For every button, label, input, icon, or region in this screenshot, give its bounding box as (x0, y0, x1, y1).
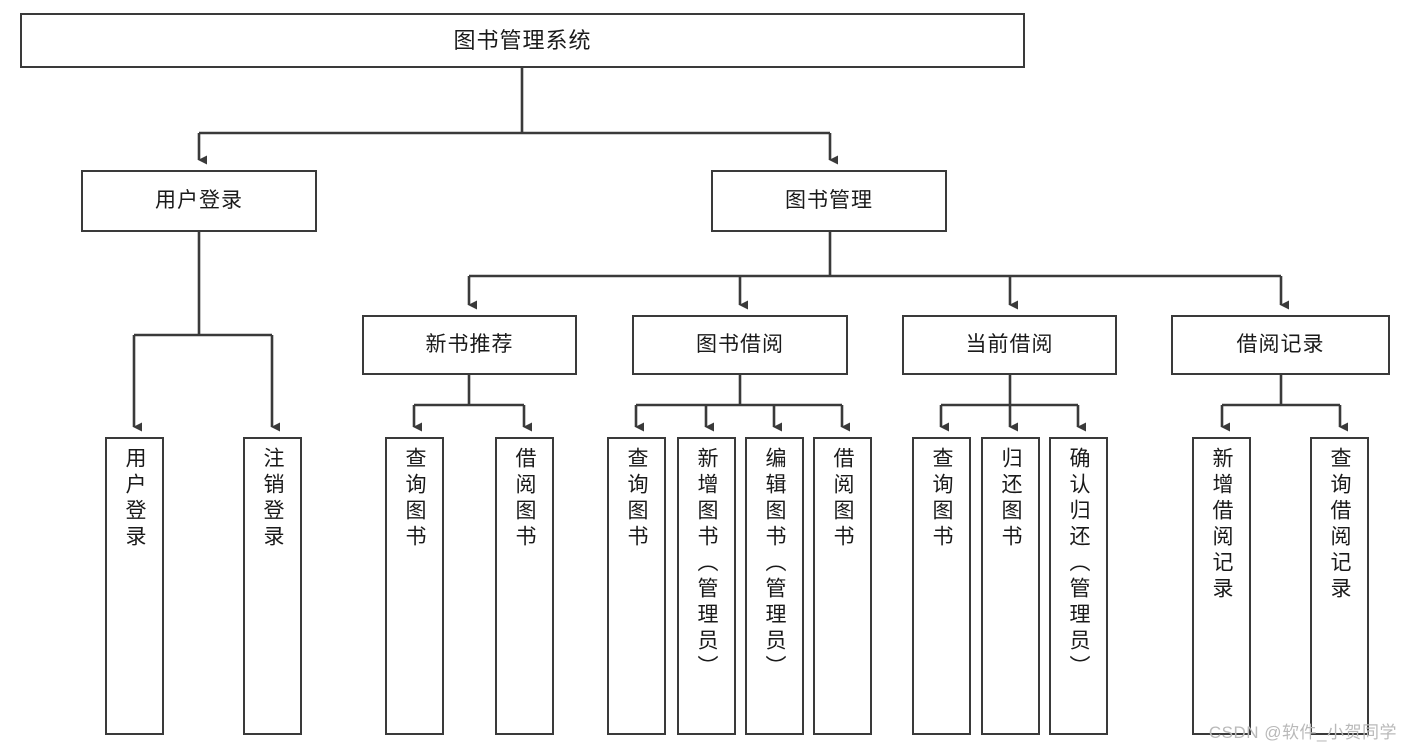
node-leaf-add-record-label: 新增借阅记录 (1210, 447, 1233, 603)
node-book-borrow-label: 图书借阅 (696, 332, 784, 356)
node-leaf-return-book-label: 归还图书 (999, 447, 1022, 551)
node-leaf-borrow-book-2[interactable]: 借阅图书 (813, 437, 872, 735)
node-leaf-logout-login[interactable]: 注销登录 (243, 437, 302, 735)
node-root[interactable]: 图书管理系统 (20, 13, 1025, 68)
node-new-book-recommend[interactable]: 新书推荐 (362, 315, 577, 375)
node-leaf-borrow-book-2-label: 借阅图书 (831, 447, 854, 551)
node-current-borrow[interactable]: 当前借阅 (902, 315, 1117, 375)
node-leaf-borrow-book-1[interactable]: 借阅图书 (495, 437, 554, 735)
node-leaf-query-book-3-label: 查询图书 (930, 447, 953, 551)
node-leaf-user-login[interactable]: 用户登录 (105, 437, 164, 735)
node-user-login-label: 用户登录 (155, 188, 243, 212)
node-leaf-confirm-return-label: 确认归还（管理员） (1067, 447, 1090, 681)
node-leaf-query-book-1[interactable]: 查询图书 (385, 437, 444, 735)
node-new-book-recommend-label: 新书推荐 (425, 332, 514, 356)
node-book-manage-label: 图书管理 (785, 188, 873, 212)
node-leaf-add-book-label: 新增图书（管理员） (695, 447, 718, 681)
node-leaf-query-book-3[interactable]: 查询图书 (912, 437, 971, 735)
node-leaf-query-book-2[interactable]: 查询图书 (607, 437, 666, 735)
node-leaf-borrow-book-1-label: 借阅图书 (513, 447, 536, 551)
node-leaf-edit-book-label: 编辑图书（管理员） (763, 447, 786, 681)
node-root-label: 图书管理系统 (453, 27, 592, 53)
node-user-login[interactable]: 用户登录 (81, 170, 317, 232)
node-leaf-query-book-2-label: 查询图书 (625, 447, 648, 551)
node-leaf-add-book[interactable]: 新增图书（管理员） (677, 437, 736, 735)
node-borrow-record-label: 借阅记录 (1236, 332, 1325, 356)
node-current-borrow-label: 当前借阅 (965, 332, 1054, 356)
node-leaf-edit-book[interactable]: 编辑图书（管理员） (745, 437, 804, 735)
node-leaf-return-book[interactable]: 归还图书 (981, 437, 1040, 735)
node-leaf-query-record-label: 查询借阅记录 (1328, 447, 1351, 603)
node-book-borrow[interactable]: 图书借阅 (632, 315, 848, 375)
node-book-manage[interactable]: 图书管理 (711, 170, 947, 232)
node-leaf-user-login-label: 用户登录 (123, 447, 146, 551)
node-leaf-add-record[interactable]: 新增借阅记录 (1192, 437, 1251, 735)
node-borrow-record[interactable]: 借阅记录 (1171, 315, 1390, 375)
node-leaf-query-record[interactable]: 查询借阅记录 (1310, 437, 1369, 735)
node-leaf-query-book-1-label: 查询图书 (403, 447, 426, 551)
csdn-watermark: CSDN @软件_小贺同学 (1208, 723, 1397, 742)
node-leaf-confirm-return[interactable]: 确认归还（管理员） (1049, 437, 1108, 735)
node-leaf-logout-login-label: 注销登录 (261, 447, 284, 551)
